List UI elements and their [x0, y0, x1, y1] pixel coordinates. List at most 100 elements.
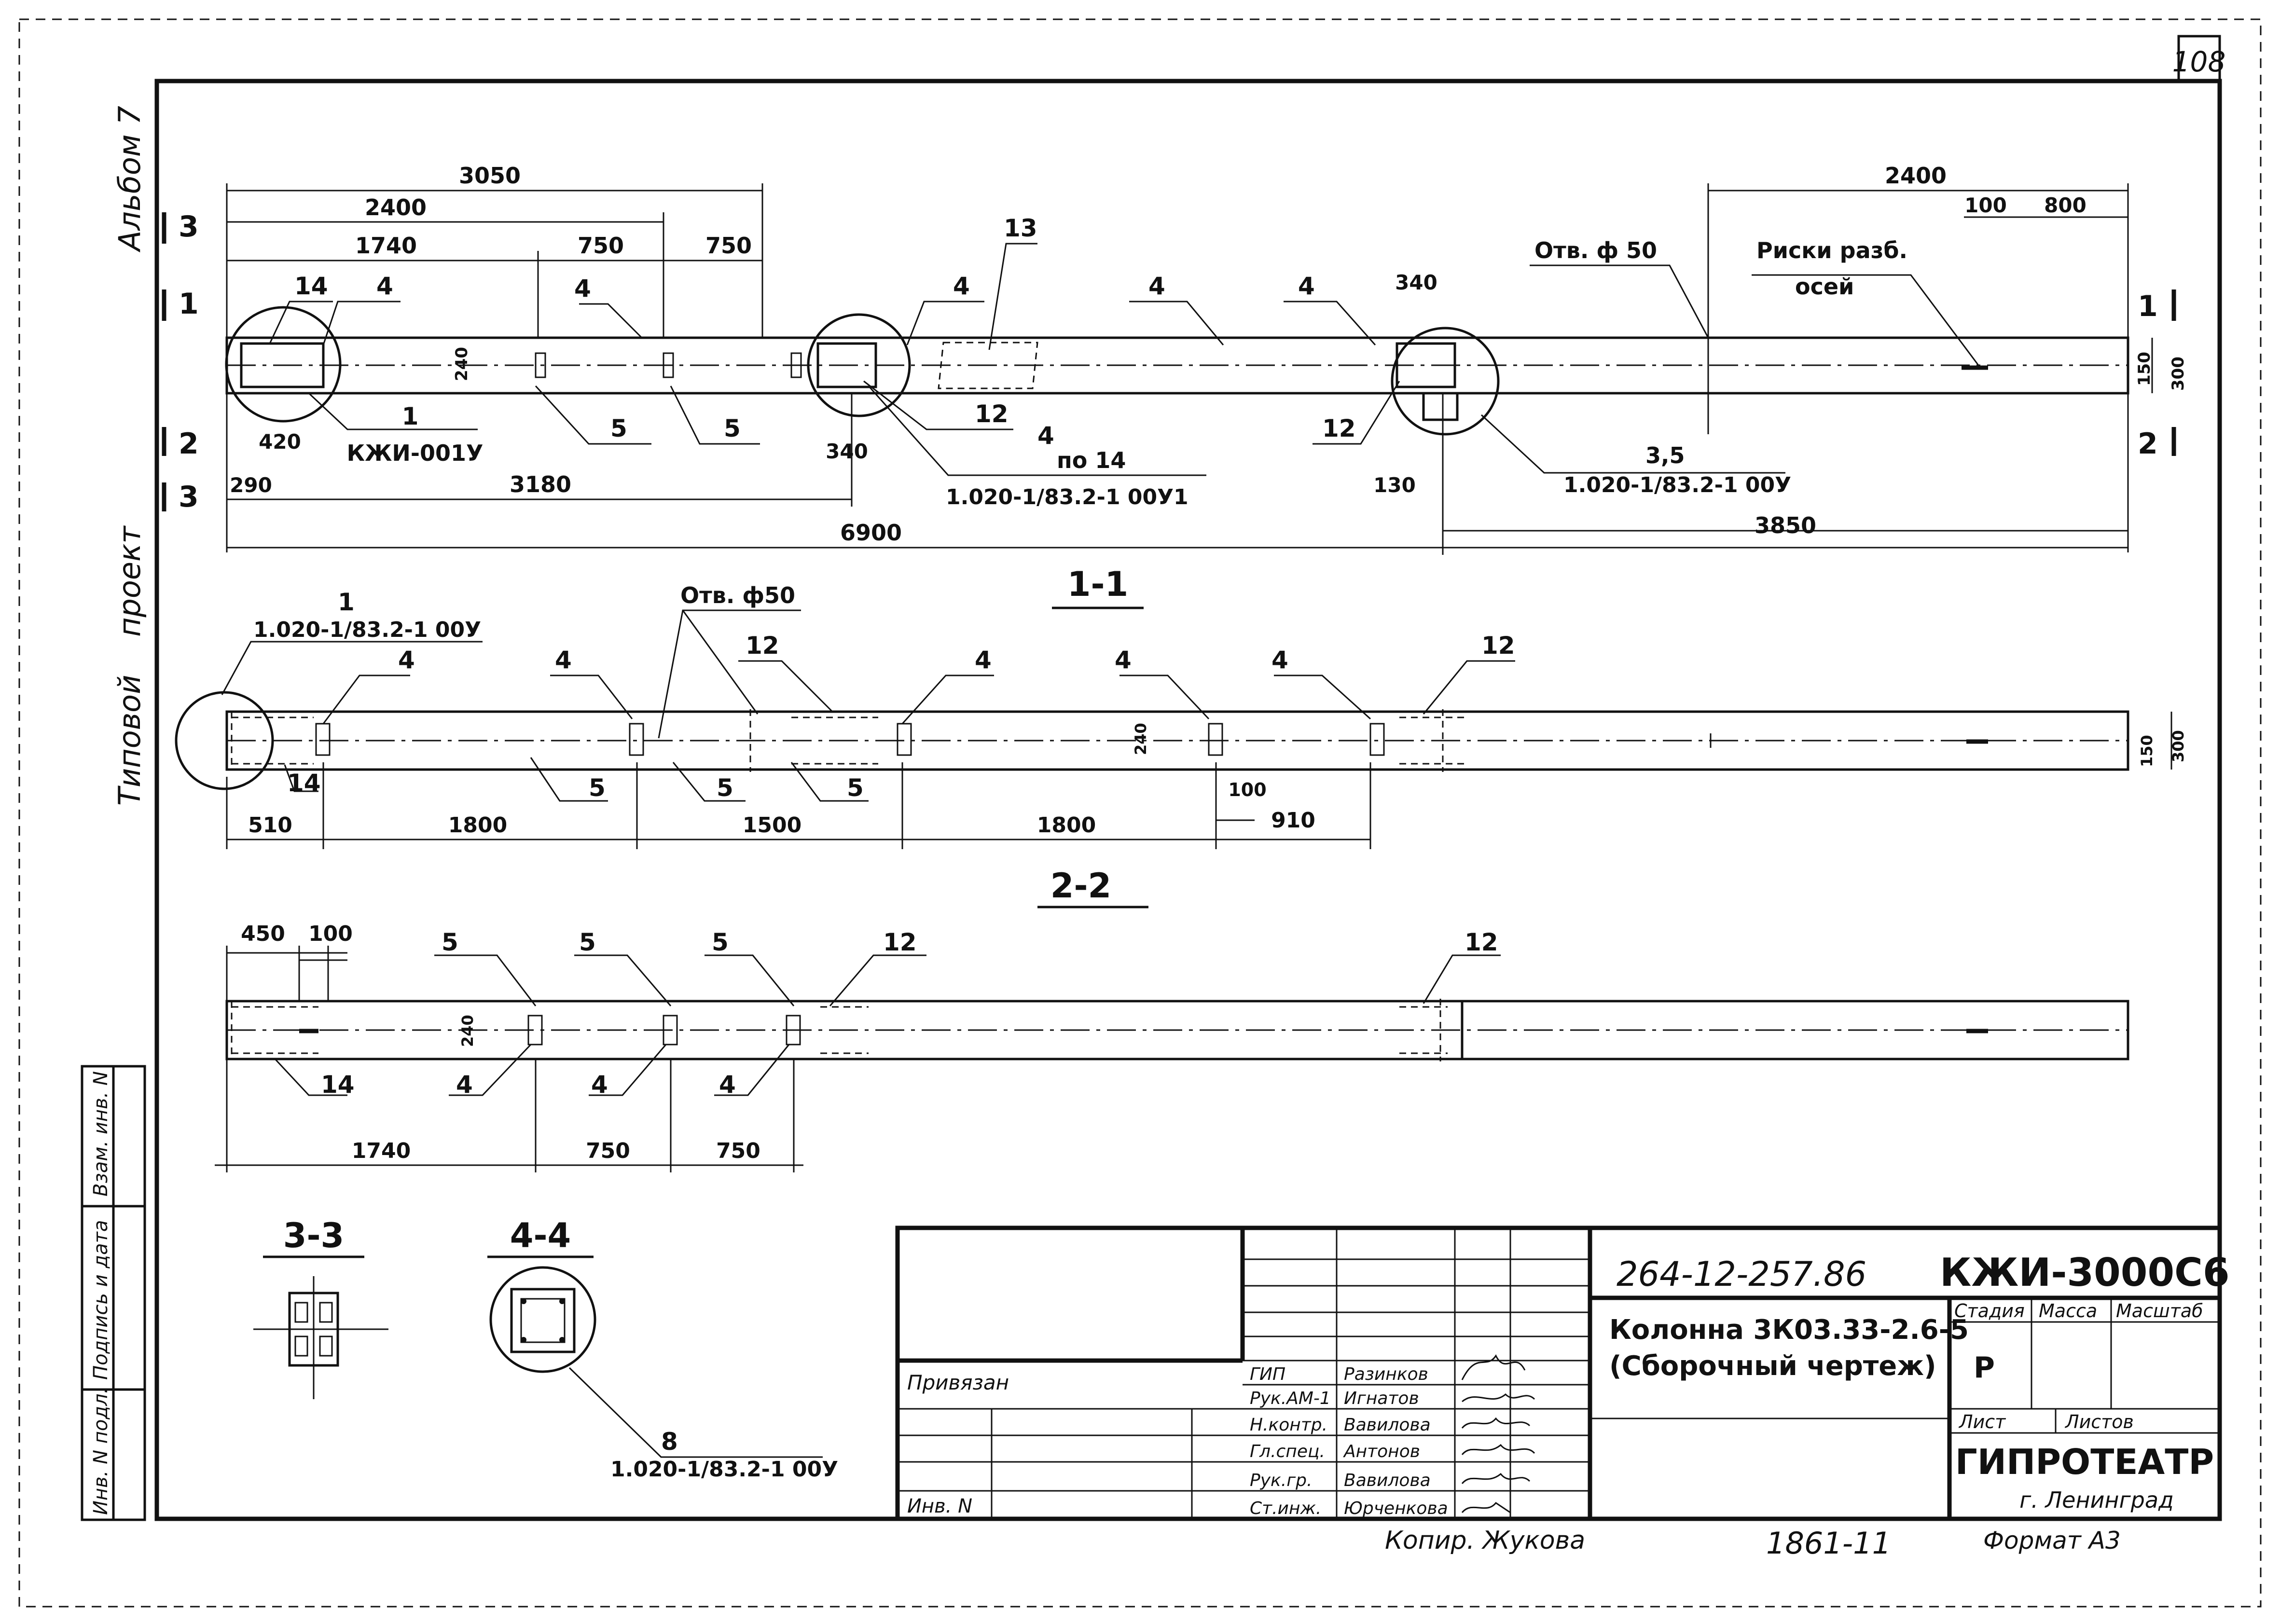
org-city: г. Ленинград: [2019, 1487, 2174, 1513]
plan-dim-3850: 3850: [1755, 512, 1816, 538]
bound-label: Привязан: [907, 1371, 1009, 1394]
doc-name-2: (Сборочный чертеж): [1609, 1350, 1936, 1382]
left-stamp: Взам. инв. N Подпись и дата Инв. N подл.: [81, 1065, 146, 1521]
section-4-4: 4-4 8 1.020-1/83.2-1 00У: [487, 1216, 838, 1482]
outer-frame: [18, 18, 2262, 1608]
svg-text:осей: осей: [1795, 274, 1854, 300]
svg-text:14: 14: [287, 769, 321, 797]
svg-text:4: 4: [1298, 272, 1315, 300]
svg-text:Отв. ф 50: Отв. ф 50: [1534, 237, 1657, 263]
svg-text:12: 12: [883, 928, 917, 956]
svg-text:4: 4: [1271, 646, 1288, 674]
svg-text:240: 240: [1132, 723, 1150, 755]
svg-text:Рук.АМ-1: Рук.АМ-1: [1250, 1389, 1331, 1408]
plan-view: 3050 2400 1740 750 750 2400 100 800 340 …: [162, 163, 2188, 555]
typical-label: Типовой: [112, 675, 147, 806]
stage-value: Р: [1974, 1351, 1995, 1385]
page-number: 108: [2172, 45, 2226, 78]
svg-text:5: 5: [579, 928, 596, 956]
org-name: ГИПРОТЕАТР: [1955, 1442, 2214, 1482]
plan-dim-2400-right: 2400: [1885, 163, 1947, 189]
svg-text:1740: 1740: [352, 1139, 411, 1163]
section-3-3: 3-3: [253, 1216, 388, 1399]
svg-text:5: 5: [712, 928, 729, 956]
svg-text:12: 12: [1465, 928, 1498, 956]
svg-text:4: 4: [1037, 422, 1054, 450]
svg-text:750: 750: [586, 1139, 630, 1163]
section-2-2-dimensions: 450 100 1740 750 750 240: [215, 922, 803, 1172]
inv-label: Инв. N: [907, 1495, 972, 1517]
svg-text:5: 5: [442, 928, 458, 956]
copied-by: Копир. Жукова: [1385, 1526, 1585, 1555]
stage-header: Стадия: [1954, 1300, 2025, 1321]
svg-text:5: 5: [717, 774, 733, 802]
sheet-header: Лист: [1958, 1411, 2006, 1432]
svg-text:1: 1: [338, 588, 355, 616]
plan-dim-750a: 750: [578, 233, 624, 259]
svg-text:910: 910: [1271, 808, 1315, 833]
svg-text:4: 4: [975, 646, 992, 674]
svg-text:12: 12: [746, 632, 779, 660]
svg-text:2: 2: [2138, 427, 2158, 461]
section-1-1-title: 1-1: [1067, 564, 1128, 604]
svg-text:Игнатов: Игнатов: [1344, 1389, 1419, 1408]
plan-dim-340-right: 340: [1395, 271, 1437, 294]
doc-number: 264-12-257.86: [1617, 1254, 1866, 1294]
svg-text:4: 4: [719, 1071, 736, 1099]
svg-text:1.020-1/83.2-1 00У: 1.020-1/83.2-1 00У: [1563, 473, 1791, 497]
svg-text:Риски разб.: Риски разб.: [1756, 237, 1907, 263]
svg-text:Разинков: Разинков: [1344, 1364, 1428, 1384]
svg-text:3: 3: [179, 480, 199, 514]
svg-text:4: 4: [574, 275, 591, 303]
svg-text:100: 100: [1228, 779, 1266, 800]
svg-text:3-3: 3-3: [283, 1216, 344, 1255]
svg-text:4: 4: [456, 1071, 473, 1099]
plan-section-marks: 3 1 2 3 1 2: [162, 210, 2176, 514]
svg-text:1: 1: [402, 402, 419, 430]
svg-text:8: 8: [661, 1428, 678, 1456]
svg-text:5: 5: [847, 774, 864, 802]
scale-header: Масштаб: [2116, 1300, 2203, 1321]
svg-text:1: 1: [2138, 289, 2158, 323]
svg-text:14: 14: [294, 272, 328, 300]
plan-callout-circle-3: [1391, 327, 1500, 436]
svg-text:150: 150: [2138, 735, 2156, 767]
svg-text:Н.контр.: Н.контр.: [1250, 1415, 1327, 1435]
svg-text:КЖИ-001У: КЖИ-001У: [347, 440, 484, 466]
svg-text:14: 14: [321, 1071, 355, 1099]
plan-dim-3050: 3050: [459, 163, 521, 189]
plan-dim-420: 420: [259, 430, 301, 454]
svg-text:Отв. ф50: Отв. ф50: [680, 582, 795, 608]
svg-text:2: 2: [179, 427, 199, 461]
order-number: 1861-11: [1766, 1526, 1891, 1561]
svg-text:4: 4: [591, 1071, 608, 1099]
svg-text:510: 510: [248, 813, 292, 838]
svg-text:240: 240: [458, 1015, 477, 1047]
svg-text:Рук.гр.: Рук.гр.: [1250, 1471, 1312, 1490]
svg-text:Антонов: Антонов: [1343, 1442, 1420, 1461]
format-label: Формат А3: [1983, 1527, 2121, 1555]
section-2-2-callouts: 5 5 5 12 12 14 4 4 4: [274, 928, 1501, 1099]
svg-text:100: 100: [308, 922, 353, 946]
svg-text:12: 12: [1481, 632, 1515, 660]
svg-text:Гл.спец.: Гл.спец.: [1250, 1442, 1325, 1461]
plan-dim-750b: 750: [705, 233, 752, 259]
svg-text:5: 5: [724, 414, 741, 442]
svg-text:12: 12: [975, 400, 1009, 428]
svg-text:4: 4: [1148, 272, 1165, 300]
plan-dim-3180: 3180: [510, 471, 571, 497]
svg-text:4: 4: [376, 272, 393, 300]
svg-text:5: 5: [610, 414, 627, 442]
section-2-2-title: 2-2: [1050, 866, 1111, 906]
handwritten-signatures: [1461, 1354, 1535, 1514]
plan-dim-2400: 2400: [365, 194, 427, 220]
mass-header: Масса: [2039, 1300, 2097, 1321]
svg-text:1.020-1/83.2-1 00У1: 1.020-1/83.2-1 00У1: [946, 485, 1188, 509]
album-label: Альбом 7: [112, 106, 147, 253]
project-label: проект: [112, 525, 147, 637]
page-number-box: [2177, 35, 2221, 83]
svg-text:1.020-1/83.2-1 00У: 1.020-1/83.2-1 00У: [253, 618, 481, 642]
section-1-1-dimensions: 510 1800 1500 1800 100 910 240 150 300: [226, 712, 2187, 849]
svg-text:по 14: по 14: [1057, 447, 1126, 473]
